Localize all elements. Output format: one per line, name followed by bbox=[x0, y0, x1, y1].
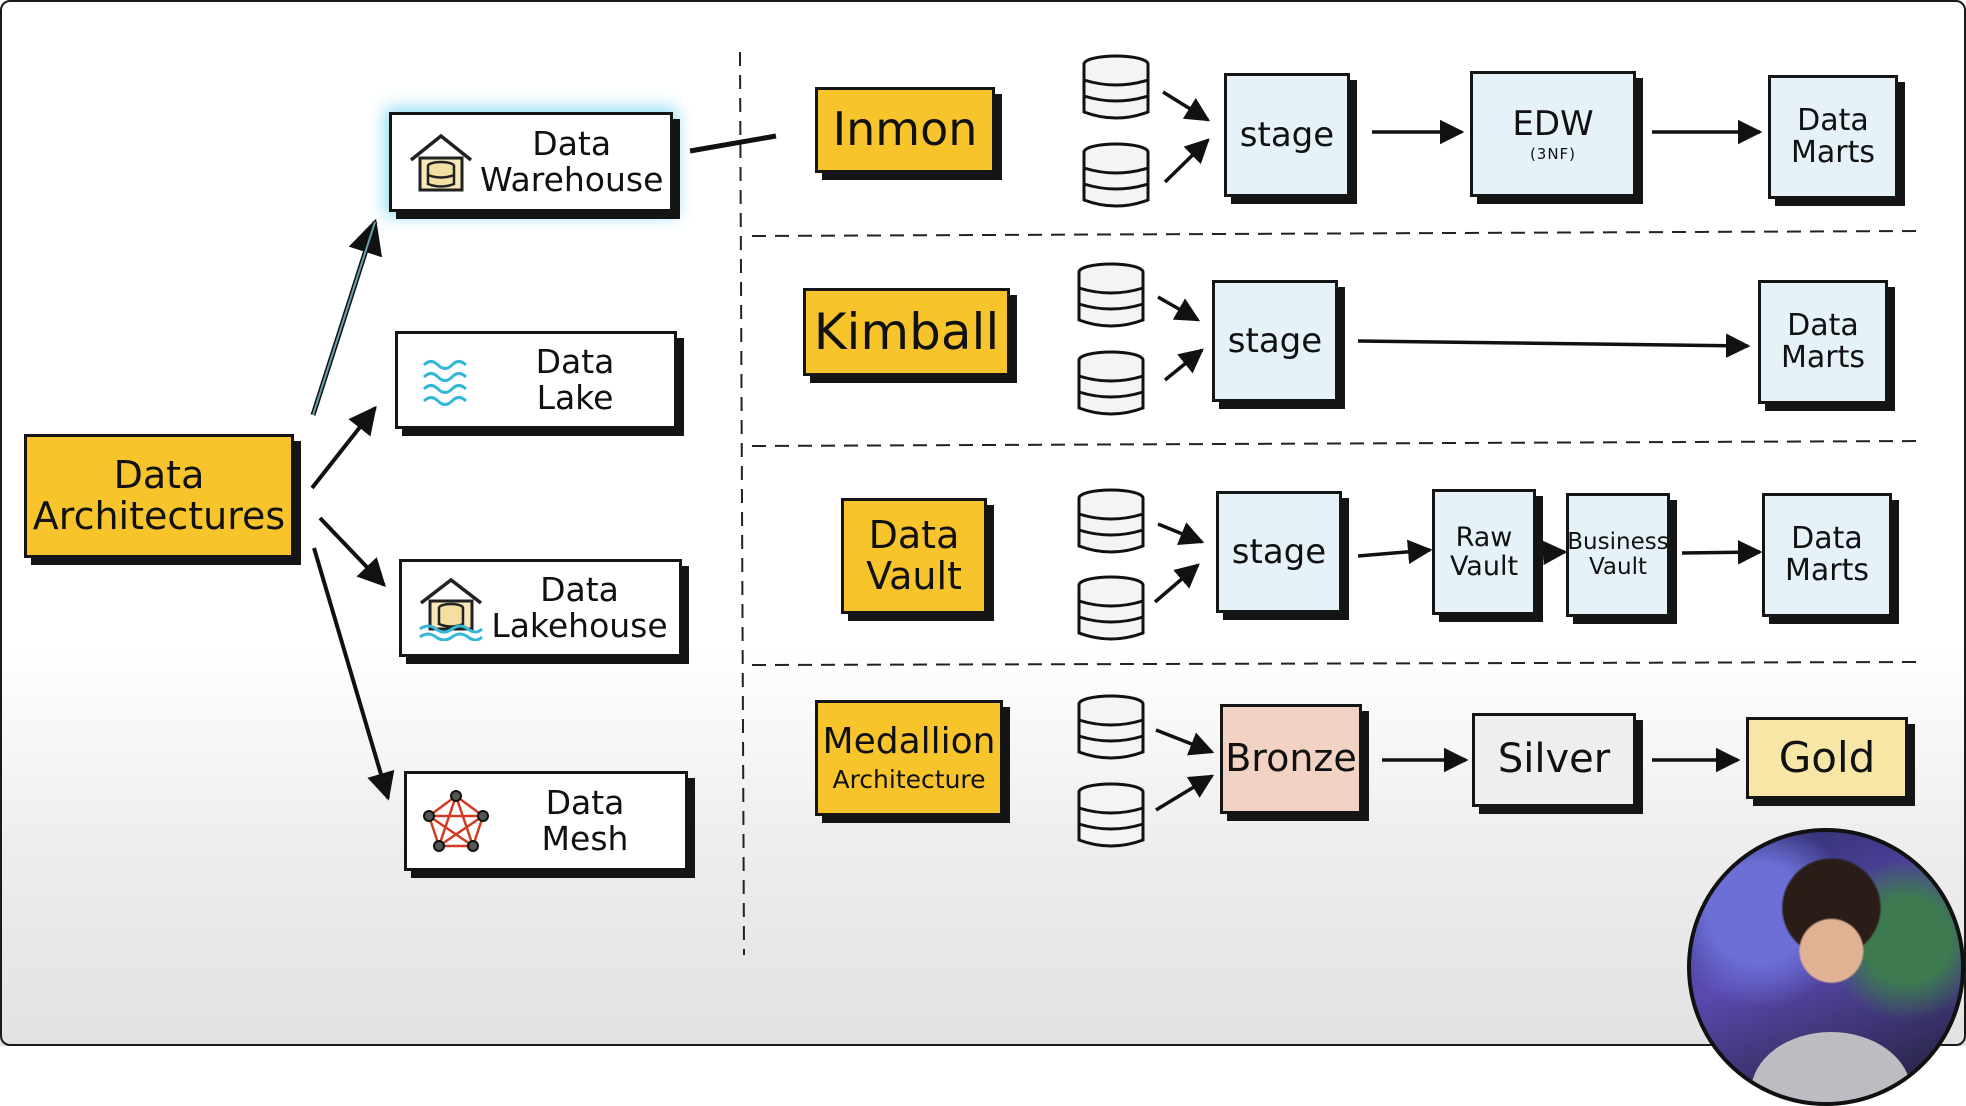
category-data-mesh: Data Mesh bbox=[404, 771, 688, 871]
database-icon bbox=[1082, 142, 1150, 208]
row-separator bbox=[751, 661, 1923, 666]
approach-data-vault: Data Vault bbox=[841, 498, 987, 614]
step-label: stage bbox=[1231, 531, 1327, 572]
step-stage: stage bbox=[1212, 280, 1338, 402]
database-icon bbox=[1077, 350, 1145, 416]
step-label: Data Marts bbox=[1781, 307, 1865, 375]
approach-medallion: Medallion Architecture bbox=[815, 700, 1003, 816]
root-node-data-architectures: Data Architectures bbox=[24, 434, 294, 558]
category-label: Data Lake bbox=[535, 342, 615, 417]
arrow bbox=[1157, 295, 1201, 322]
connectors-layer bbox=[310, 51, 1923, 956]
waves-icon bbox=[408, 346, 486, 414]
approach-kimball: Kimball bbox=[803, 288, 1010, 376]
step-business-vault: Business Vault bbox=[1566, 493, 1670, 617]
step-data-marts: Data Marts bbox=[1758, 280, 1888, 404]
step-label: Business Vault bbox=[1567, 529, 1669, 580]
step-raw-vault: Raw Vault bbox=[1432, 489, 1536, 615]
step-bronze: Bronze bbox=[1220, 704, 1362, 814]
step-stage: stage bbox=[1216, 491, 1342, 613]
step-label: stage bbox=[1239, 114, 1335, 155]
arrow bbox=[1681, 540, 1763, 565]
presenter-shirt bbox=[1751, 1032, 1911, 1102]
arrow bbox=[1157, 522, 1205, 545]
arrow bbox=[1155, 728, 1215, 756]
arrow bbox=[1357, 539, 1433, 565]
approach-inmon: Inmon bbox=[815, 87, 995, 173]
arrow bbox=[1162, 90, 1211, 122]
step-data-marts: Data Marts bbox=[1762, 493, 1892, 617]
root-node-label: Data Architectures bbox=[32, 452, 286, 538]
database-icon bbox=[1082, 54, 1150, 120]
presenter-webcam bbox=[1687, 828, 1965, 1106]
approach-label: Medallion bbox=[822, 721, 996, 763]
approach-label: Kimball bbox=[813, 303, 1000, 361]
warehouse-icon bbox=[402, 128, 480, 196]
step-gold: Gold bbox=[1746, 717, 1908, 799]
category-label: Data Mesh bbox=[541, 783, 629, 858]
step-label: Data Marts bbox=[1785, 520, 1869, 588]
category-label: Data Lakehouse bbox=[491, 570, 668, 645]
category-label: Data Warehouse bbox=[480, 124, 664, 199]
lakehouse-icon bbox=[412, 574, 490, 642]
arrow bbox=[1153, 563, 1200, 604]
approach-label: Inmon bbox=[832, 102, 978, 157]
step-silver: Silver bbox=[1472, 713, 1636, 807]
category-data-lake: Data Lake bbox=[395, 331, 677, 429]
arrow bbox=[1163, 138, 1210, 184]
arrow bbox=[1539, 540, 1568, 566]
arrow bbox=[1163, 348, 1204, 382]
step-label: Silver bbox=[1497, 736, 1611, 783]
arrow bbox=[1155, 774, 1215, 812]
database-icon bbox=[1077, 488, 1145, 554]
row-separator bbox=[751, 440, 1923, 447]
arrow bbox=[1357, 333, 1751, 358]
step-label: EDW bbox=[1512, 103, 1594, 144]
arrow-root-warehouse-glow bbox=[312, 221, 376, 416]
step-label: Raw Vault bbox=[1449, 521, 1519, 582]
line-warehouse-inmon bbox=[689, 133, 777, 154]
database-icon bbox=[1077, 262, 1145, 328]
step-label: stage bbox=[1227, 320, 1323, 361]
row-separator bbox=[751, 230, 1921, 237]
step-data-marts: Data Marts bbox=[1768, 75, 1898, 199]
arrow-root-mesh bbox=[312, 547, 395, 801]
step-label: Data Marts bbox=[1791, 102, 1875, 170]
step-label: Bronze bbox=[1225, 736, 1357, 781]
category-data-lakehouse: Data Lakehouse bbox=[399, 559, 682, 657]
database-icon bbox=[1077, 575, 1145, 641]
vertical-divider bbox=[739, 51, 745, 956]
step-sublabel: (3NF) bbox=[1529, 145, 1577, 164]
step-label: Gold bbox=[1778, 733, 1876, 783]
approach-sublabel: Architecture bbox=[832, 764, 986, 794]
mesh-network-icon bbox=[417, 787, 495, 855]
step-edw: EDW (3NF) bbox=[1470, 71, 1636, 197]
category-data-warehouse: Data Warehouse bbox=[389, 112, 673, 212]
step-stage: stage bbox=[1224, 73, 1350, 197]
arrow-root-lakehouse bbox=[318, 516, 386, 588]
database-icon bbox=[1077, 782, 1145, 848]
approach-label: Data Vault bbox=[866, 512, 962, 598]
arrow-root-lake bbox=[310, 405, 377, 490]
database-icon bbox=[1077, 694, 1145, 760]
